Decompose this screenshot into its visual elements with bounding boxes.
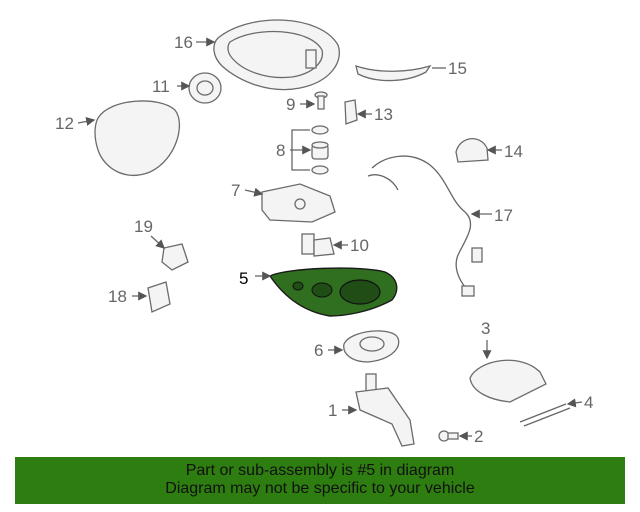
- footer-line-1: Part or sub-assembly is #5 in diagram: [185, 462, 455, 479]
- part-7-bracket[interactable]: [261, 183, 336, 223]
- callout-5: 5: [239, 269, 248, 288]
- part-5-base-highlighted[interactable]: [268, 267, 398, 317]
- parts-diagram: 16 15 11 12 9 13 8 14 7 17 10 19 5 18 6 …: [55, 19, 593, 447]
- part-14-cap[interactable]: [455, 138, 489, 163]
- callout-2: 2: [474, 427, 483, 446]
- callout-1: 1: [328, 401, 337, 420]
- callout-18: 18: [108, 287, 127, 306]
- callout-15: 15: [448, 59, 467, 78]
- part-6-gasket[interactable]: [343, 330, 400, 363]
- part-11-motor[interactable]: [188, 72, 222, 104]
- part-2-bolt[interactable]: [438, 430, 459, 442]
- callout-6: 6: [314, 341, 323, 360]
- callout-17: 17: [494, 206, 513, 225]
- callout-10: 10: [350, 236, 369, 255]
- part-10-actuator[interactable]: [301, 233, 335, 257]
- leader-lines: [77, 37, 583, 441]
- part-4-rod[interactable]: [519, 403, 571, 427]
- callout-14: 14: [504, 142, 523, 161]
- part-16-housing[interactable]: [213, 19, 340, 91]
- callout-9: 9: [286, 95, 295, 114]
- callout-labels: 16 15 11 12 9 13 8 14 7 17 10 19 5 18 6 …: [55, 33, 593, 446]
- callout-12: 12: [55, 114, 74, 133]
- callout-8: 8: [276, 141, 285, 160]
- part-15-trim[interactable]: [355, 64, 432, 82]
- part-12-glass[interactable]: [94, 100, 181, 176]
- callout-11: 11: [152, 77, 170, 96]
- callout-16: 16: [174, 33, 193, 52]
- callout-19: 19: [134, 217, 153, 236]
- callout-13: 13: [374, 105, 393, 124]
- part-3-cover[interactable]: [469, 359, 547, 403]
- part-13-clip[interactable]: [344, 99, 358, 125]
- part-18-connector[interactable]: [147, 281, 171, 313]
- part-19-switch[interactable]: [161, 243, 189, 271]
- callout-3: 3: [481, 319, 490, 338]
- part-8-spring[interactable]: [311, 125, 329, 175]
- footer-line-2: Diagram may not be specific to your vehi…: [165, 480, 475, 497]
- callout-4: 4: [584, 393, 593, 412]
- part-17-harness[interactable]: [367, 155, 483, 297]
- part-1-arm[interactable]: [355, 373, 415, 447]
- footer-banner: Part or sub-assembly is #5 in diagram Di…: [15, 457, 625, 504]
- part-9-screw[interactable]: [314, 91, 328, 110]
- callout-7: 7: [231, 181, 240, 200]
